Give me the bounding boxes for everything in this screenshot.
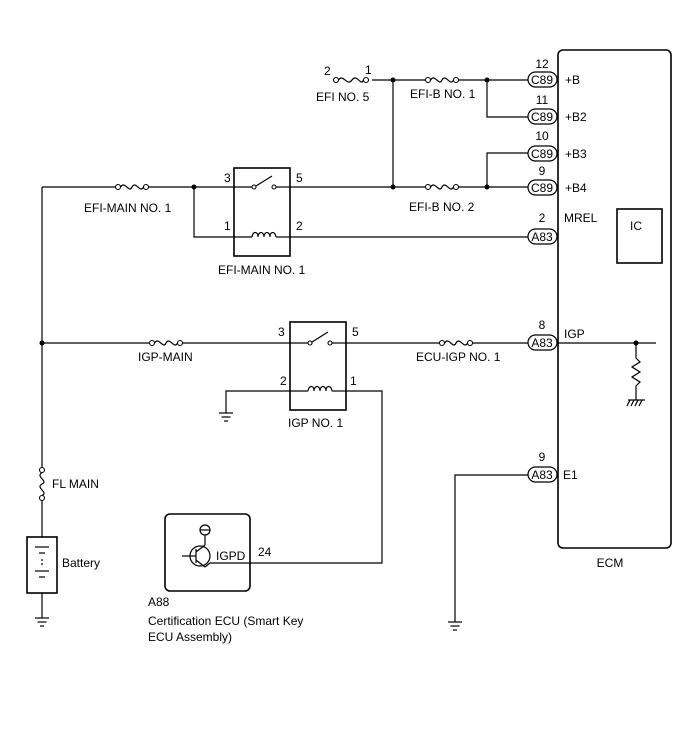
connector-code: A83 — [531, 230, 553, 244]
cert-ecu-name-line2: ECU Assembly) — [148, 630, 232, 644]
pin-number: 9 — [539, 450, 546, 464]
fuse-efi-main-no1: EFI-MAIN NO. 1 — [84, 183, 172, 215]
fuse-pin: 2 — [324, 64, 331, 78]
ground-icon — [219, 412, 233, 422]
pin-signal: +B — [565, 73, 580, 87]
transistor-icon — [182, 524, 250, 568]
ground-icon — [448, 621, 462, 631]
junction-dots — [39, 77, 490, 346]
fuse-ecu-igp-no1: ECU-IGP NO. 1 — [416, 339, 501, 364]
pin-number: 9 — [539, 164, 546, 178]
ecm-box — [557, 49, 672, 549]
fuse-label: EFI-B NO. 2 — [409, 200, 475, 214]
battery: Battery — [26, 536, 100, 594]
certification-ecu: IGPD 24 A88 Certification ECU (Smart Key… — [148, 513, 303, 644]
relay-pin: 2 — [280, 374, 287, 388]
fuse-label: FL MAIN — [52, 477, 99, 491]
relay-pin: 5 — [352, 325, 359, 339]
connector-code: C89 — [531, 147, 553, 161]
cert-ecu-name-line1: Certification ECU (Smart Key — [148, 614, 303, 628]
connector-code: A83 — [531, 468, 553, 482]
connector-code: C89 — [531, 73, 553, 87]
connector-code: C89 — [531, 181, 553, 195]
relay-label: IGP NO. 1 — [288, 416, 343, 430]
connector-code: C89 — [531, 110, 553, 124]
pin-number: 12 — [535, 57, 549, 71]
pin-number: 10 — [535, 129, 549, 143]
ecm-pin-b3: C89 10 +B3 — [527, 129, 587, 162]
connector-code: A83 — [531, 336, 553, 350]
cert-ecu-terminal: IGPD — [216, 549, 246, 563]
pin-number: 8 — [539, 318, 546, 332]
ecm-ic-label: IC — [630, 219, 642, 233]
pin-signal: MREL — [564, 211, 598, 225]
relay-box — [289, 321, 347, 411]
wires — [41, 79, 528, 622]
pin-signal: +B3 — [565, 147, 587, 161]
relay-pin: 3 — [224, 171, 231, 185]
ecm-internal-resistor — [558, 340, 656, 400]
pin-signal: E1 — [563, 468, 578, 482]
relay-igp-no1: 3 5 2 1 IGP NO. 1 — [278, 321, 359, 430]
ground-icon — [35, 617, 49, 627]
relay-pin: 1 — [350, 374, 357, 388]
relay-pin: 2 — [296, 219, 303, 233]
ecm-pin-mrel: A83 2 MREL — [527, 211, 598, 245]
fuse-label: ECU-IGP NO. 1 — [416, 350, 501, 364]
ecm-ground-icon — [626, 399, 645, 407]
relay-pin: 5 — [296, 171, 303, 185]
fuse-pin: 1 — [365, 63, 372, 77]
ecm-pin-b4: C89 9 +B4 — [527, 164, 587, 196]
cert-ecu-connector-code: A88 — [148, 595, 170, 609]
relay-box — [233, 167, 291, 257]
fuse-efi-b-no1: EFI-B NO. 1 — [410, 76, 476, 101]
relay-label: EFI-MAIN NO. 1 — [218, 263, 306, 277]
fuse-igp-main: IGP-MAIN — [138, 339, 193, 364]
fuse-efi-b-no2: EFI-B NO. 2 — [409, 183, 475, 214]
ecm-label: ECM — [597, 556, 624, 570]
pin-signal: +B2 — [565, 110, 587, 124]
fuse-efi-no5: 2 1 EFI NO. 5 — [316, 63, 372, 104]
fuse-label: IGP-MAIN — [138, 350, 193, 364]
ecm-pin-e1: A83 9 E1 — [527, 450, 578, 483]
pin-signal: IGP — [564, 327, 585, 341]
fuse-label: EFI NO. 5 — [316, 90, 370, 104]
relay-pin: 3 — [278, 325, 285, 339]
ecm-ic-box — [616, 208, 663, 264]
ecm-unit: ECM IC — [557, 49, 672, 570]
pin-number: 2 — [539, 211, 546, 225]
pin-number: 11 — [536, 93, 549, 107]
fuse-fl-main: FL MAIN — [38, 466, 99, 502]
pin-signal: +B4 — [565, 181, 587, 195]
fuse-label: EFI-MAIN NO. 1 — [84, 201, 172, 215]
fuse-label: EFI-B NO. 1 — [410, 87, 476, 101]
relay-efi-main-no1: 3 5 1 2 EFI-MAIN NO. 1 — [218, 167, 306, 277]
battery-label: Battery — [62, 556, 100, 570]
relay-pin: 1 — [224, 219, 231, 233]
ecm-pin-b2: C89 11 +B2 — [527, 93, 587, 125]
ecm-pin-igp: A83 8 IGP — [527, 318, 585, 351]
cert-ecu-pin: 24 — [258, 545, 272, 559]
